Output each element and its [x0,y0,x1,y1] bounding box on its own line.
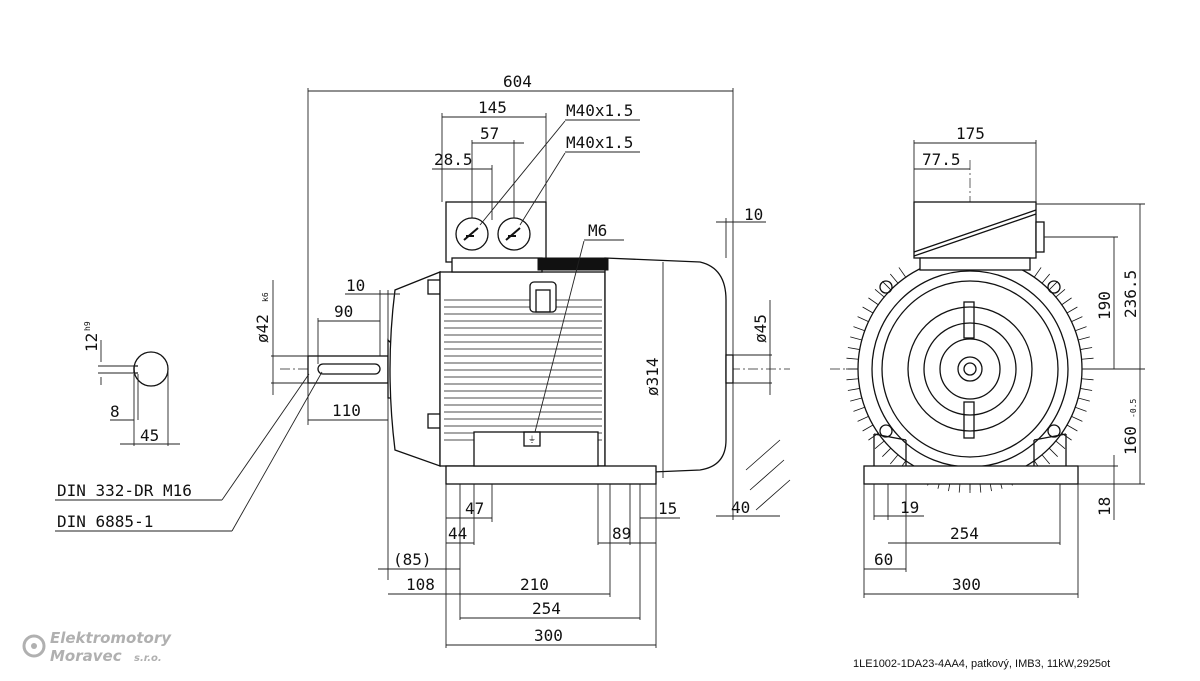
shaft-key-section: 12 h9 8 45 [82,321,180,446]
end-foot-spacing-label: 254 [950,524,979,543]
foot-inner-3-label: 89 [612,524,631,543]
shaft-length-label: 110 [332,401,361,420]
side-feet [445,465,657,485]
earth-thread-label: M6 [588,221,607,240]
drive-end-shield [389,271,441,467]
keyway [317,363,381,375]
key-height-label: 12 [82,333,101,352]
end-view: 175 77.5 236.5 190 160 -0.5 18 [830,124,1145,598]
end-width-label: 175 [956,124,985,143]
lifting-eye [529,281,557,313]
shaft-height-tolerance-label: -0.5 [1129,399,1138,418]
foot-hole-label: 19 [900,498,919,517]
end-foot-width-label: 300 [952,575,981,594]
foot-inner-4-label: 15 [658,499,677,518]
logo-line-1: Elektromotory [50,629,172,647]
logo-gear-icon [22,634,46,658]
end-foot-edge-label: 60 [874,550,893,569]
terminal-box [445,201,547,263]
gland-thread-2-label: M40x1.5 [566,133,633,152]
key-width-label: 8 [110,402,120,421]
center-hole-callout: DIN 332-DR M16 [57,481,192,500]
keyway-length-label: 90 [334,302,353,321]
end-height-center-label: 190 [1095,291,1114,320]
bearing-distance-label: (85) [393,550,432,569]
end-frame-outer [857,256,1083,482]
shaft-to-foot-label: 108 [406,575,435,594]
overall-length-label: 604 [503,72,532,91]
end-box-offset-label: 77.5 [922,150,961,169]
foot-inner-2-label: 44 [448,524,467,543]
key-depth-label: 45 [140,426,159,445]
shaft-diameter-label: ø42 [253,314,272,343]
foot-inner-1-label: 47 [465,499,484,518]
fan-cover [604,257,727,475]
side-foot-block [473,431,599,467]
shaft-tolerance-label: k6 [261,292,270,302]
shaft-section-circle [133,351,169,387]
rear-diameter-label: ø45 [751,314,770,343]
key-standard-callout: DIN 6885-1 [57,512,153,531]
shaft [307,355,389,384]
logo-line-2: Moravec [50,647,122,665]
logo-suffix: s.r.o. [134,653,162,664]
end-cooling-fins [846,267,1094,493]
foot-hole-spacing-label: 210 [520,575,549,594]
rear-offset-label: 40 [731,498,750,517]
end-feet [863,465,1079,485]
foot-thickness-label: 18 [1095,497,1114,516]
side-view: ⏚ M6 604 145 57 28.5 M40x1.5 M40x1.5 10 [55,72,791,648]
foot-length-label: 300 [534,626,563,645]
drawing-caption: 1LE1002-1DA23-4AA4, patkový, IMB3, 11kW,… [853,658,1110,670]
terminal-box-width-label: 145 [478,98,507,117]
shaft-height-label: 160 [1121,426,1140,455]
gland-thread-1-label: M40x1.5 [566,101,633,120]
gland-pitch-label: 57 [480,124,499,143]
shaft-shoulder-label: 10 [346,276,365,295]
company-logo: Elektromotory Moravec s.r.o. [22,629,172,665]
end-shaft [957,356,983,382]
svg-text:⏚: ⏚ [528,435,536,444]
key-height-tolerance: h9 [83,321,92,331]
end-height-box-label: 236.5 [1121,270,1140,318]
frame-diameter-label: ø314 [643,357,662,396]
gland-offset-label: 28.5 [434,150,473,169]
fan-offset-label: 10 [744,205,763,224]
cooling-fins [444,299,602,441]
foot-hole-spacing-2-label: 254 [532,599,561,618]
